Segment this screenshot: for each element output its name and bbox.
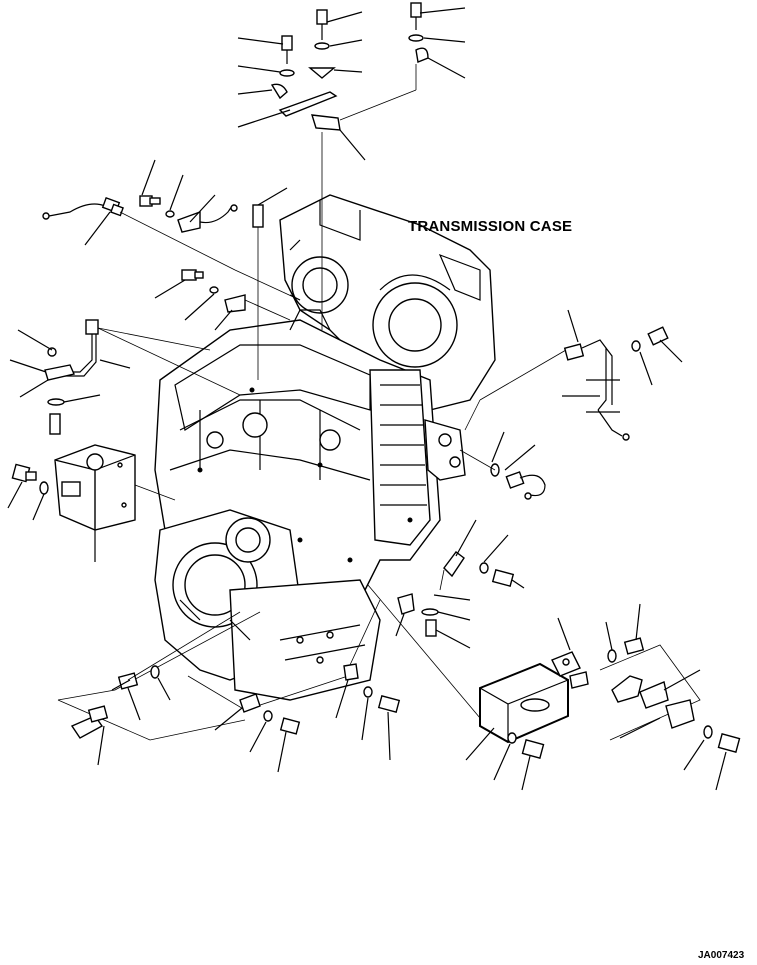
left-box-bracket xyxy=(7,444,176,562)
upper-left-sensor-harness xyxy=(42,159,301,380)
case-detail-marks xyxy=(179,387,413,641)
left-tube-assembly xyxy=(9,319,241,435)
right-upper-harness xyxy=(464,309,683,441)
right-valve-sensor xyxy=(459,431,546,500)
transmission-case-body xyxy=(154,194,496,701)
right-lower-bracket xyxy=(367,584,741,791)
top-bolt-stacks xyxy=(237,2,466,330)
assembly-title-label: TRANSMISSION CASE xyxy=(408,218,573,235)
lower-left-sensor-group xyxy=(57,611,261,766)
drawing-code-label: JA007423 xyxy=(698,950,745,961)
lower-middle-bolts xyxy=(187,599,401,773)
left-upper-bracket-bolts xyxy=(154,269,291,331)
right-center-clips xyxy=(395,519,525,649)
